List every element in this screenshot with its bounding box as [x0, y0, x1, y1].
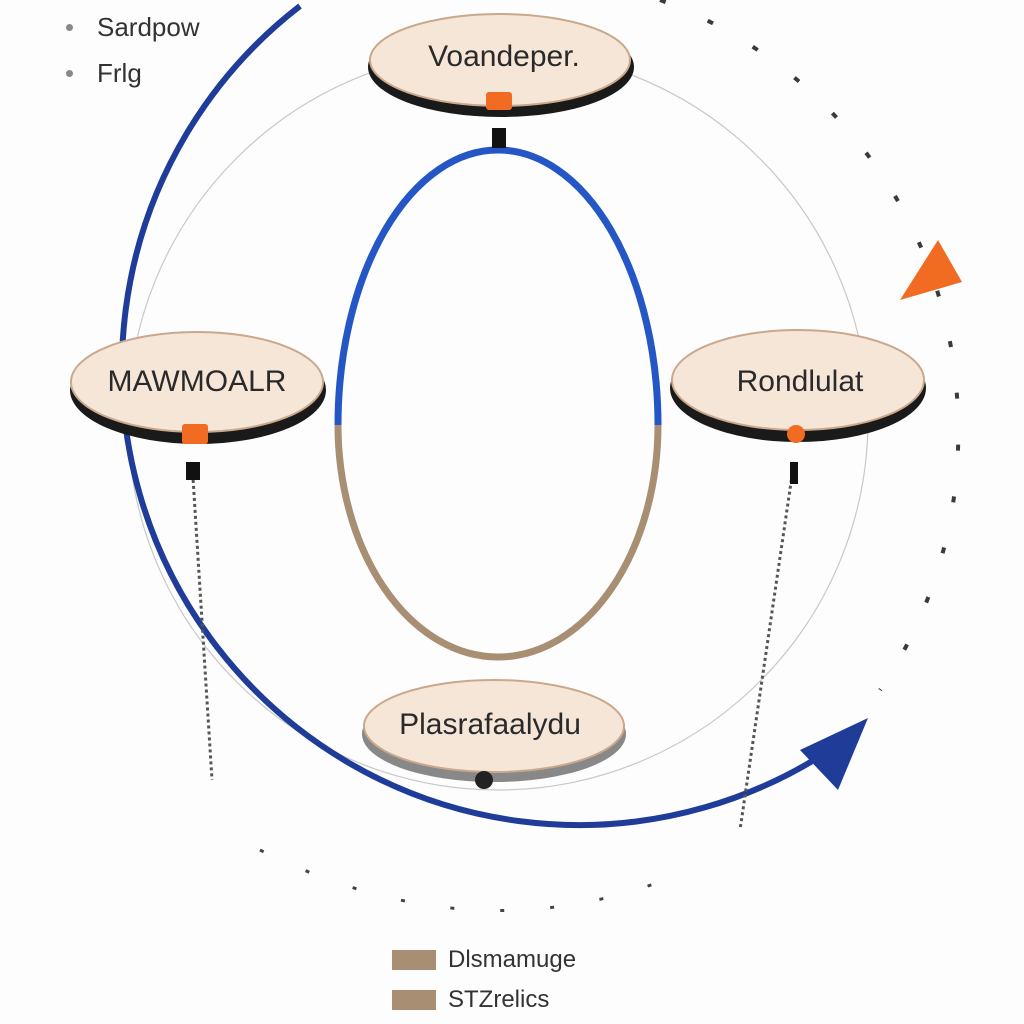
- node-top[interactable]: Voandeper.: [368, 13, 634, 148]
- node-bottom-label: Plasrafaalydu: [399, 708, 581, 741]
- inner-oval-blue: [334, 146, 662, 426]
- node-right-label: Rondlulat: [737, 365, 864, 398]
- legend-label: Frlg: [97, 57, 142, 88]
- node-bottom[interactable]: Plasrafaalydu: [362, 679, 626, 789]
- node-left[interactable]: MAWMOALR: [70, 331, 326, 480]
- bullet-icon: [66, 23, 73, 31]
- legend-label: Sardpow: [97, 11, 200, 42]
- orange-arrow-icon: [900, 240, 962, 300]
- node-top-marker-icon: [486, 92, 512, 110]
- legend-item: Dlsmamuge: [392, 940, 576, 980]
- node-right-marker-icon: [787, 425, 805, 443]
- legend-swatch: [392, 950, 436, 970]
- legend-swatch: [392, 990, 436, 1010]
- legend-item: STZrelics: [392, 980, 576, 1020]
- legend-label: STZrelics: [448, 986, 550, 1013]
- right-connector: [738, 461, 796, 831]
- node-left-port-icon: [186, 462, 200, 480]
- node-top-port-icon: [492, 128, 506, 148]
- left-connector: [190, 461, 214, 781]
- bottom-tick-arc: [259, 848, 691, 912]
- node-left-marker-icon: [182, 424, 208, 444]
- legend-label: Dlsmamuge: [448, 946, 577, 973]
- node-bottom-marker-icon: [475, 771, 493, 789]
- bullet-icon: [66, 69, 73, 77]
- legend-item: Frlg: [66, 50, 200, 96]
- node-right-port-icon: [790, 462, 798, 484]
- outer-cycle-arc: [119, 3, 860, 829]
- inner-oval-tan: [334, 424, 662, 661]
- legend-item: Sardpow: [66, 4, 200, 50]
- node-top-label: Voandeper.: [428, 40, 580, 73]
- outer-arrow-icon: [800, 718, 868, 790]
- legend-top: Sardpow Frlg: [66, 4, 200, 96]
- legend-bottom: Dlsmamuge STZrelics: [392, 940, 576, 1020]
- node-right[interactable]: Rondlulat: [670, 329, 926, 484]
- node-left-label: MAWMOALR: [108, 365, 287, 398]
